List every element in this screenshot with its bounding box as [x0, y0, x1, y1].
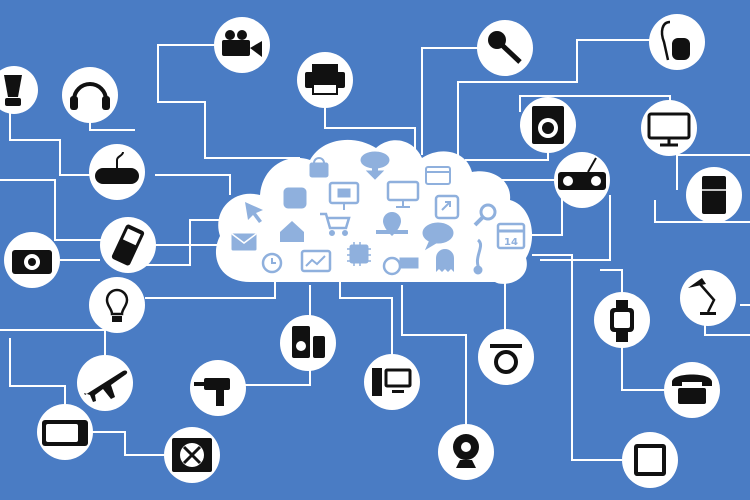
- video-camera-icon: [214, 17, 270, 73]
- database-icon: [283, 187, 307, 209]
- calendar-grid-icon: [425, 166, 451, 185]
- connector-line: [324, 100, 416, 150]
- connector-line: [532, 254, 622, 461]
- connector-line: [676, 154, 750, 190]
- tv-monitor-icon: [641, 100, 697, 156]
- shopping-cart-icon: [320, 212, 351, 236]
- chat-bubble-icon: [422, 222, 454, 251]
- connector-line: [339, 280, 393, 368]
- camera-icon: [4, 232, 60, 288]
- cloud-calendar-number: 14: [504, 237, 518, 248]
- connector-line: [621, 345, 665, 391]
- desktop-computer-icon: [364, 354, 420, 410]
- home-icon: [280, 221, 304, 242]
- processor-chip-icon: [347, 242, 371, 266]
- film-reel-icon: [382, 256, 419, 276]
- printer-icon: [297, 52, 353, 108]
- monitor-icon: [386, 180, 420, 208]
- cloud-shape: [215, 139, 533, 284]
- connector-line: [9, 92, 120, 176]
- cloud: 14: [215, 139, 533, 284]
- cloud-icons: [231, 151, 526, 276]
- cloud-download-icon: [360, 151, 390, 180]
- headphones-icon: [62, 67, 118, 123]
- presentation-icon: [328, 181, 360, 210]
- connection-lines: [0, 39, 750, 461]
- mobile-phone-icon: [100, 217, 156, 273]
- connector-line: [530, 195, 563, 236]
- music-note-icon: [473, 238, 483, 275]
- connector-line: [540, 195, 611, 261]
- blender-icon: [0, 66, 38, 114]
- microphone-icon: [477, 20, 533, 76]
- boombox-icon: [554, 152, 610, 208]
- speaker-icon: [280, 315, 336, 371]
- power-drill-icon: [190, 360, 246, 416]
- cursor-icon: [245, 202, 263, 223]
- telephone-icon: [664, 362, 720, 418]
- search-magnifier-icon: [473, 203, 497, 227]
- clock-icon: [261, 252, 283, 274]
- device-nodes: [0, 14, 742, 488]
- connector-line: [120, 219, 230, 266]
- email-icon: [231, 233, 257, 251]
- connector-line: [600, 269, 623, 300]
- connector-line: [90, 431, 165, 456]
- connector-line: [401, 285, 467, 430]
- connector-line: [421, 47, 500, 155]
- retro-tv-icon: [37, 404, 93, 460]
- washing-machine-icon: [520, 97, 576, 153]
- connector-line: [155, 174, 231, 195]
- vacuum-cleaner-icon: [649, 14, 705, 70]
- shopping-bag-icon: [309, 157, 329, 178]
- map-pin-icon: [376, 212, 408, 236]
- connector-line: [0, 179, 105, 241]
- fridge-icon: [686, 167, 742, 223]
- connector-line: [457, 39, 677, 158]
- connector-line: [145, 280, 276, 299]
- webcam-icon: [438, 424, 494, 480]
- gamepad-icon: [89, 144, 145, 200]
- connector-line: [157, 44, 300, 159]
- share-icon: [434, 194, 460, 220]
- light-bulb-icon: [89, 277, 145, 333]
- tablet-icon: [622, 432, 678, 488]
- kitchen-scale-icon: [478, 329, 534, 385]
- desk-lamp-icon: [680, 270, 736, 326]
- air-conditioner-icon: [164, 427, 220, 483]
- smartwatch-icon: [594, 292, 650, 348]
- airplane-icon: [77, 355, 133, 411]
- calendar-icon: [496, 222, 526, 250]
- ghost-icon: [436, 249, 454, 272]
- chart-screen-icon: [300, 249, 332, 273]
